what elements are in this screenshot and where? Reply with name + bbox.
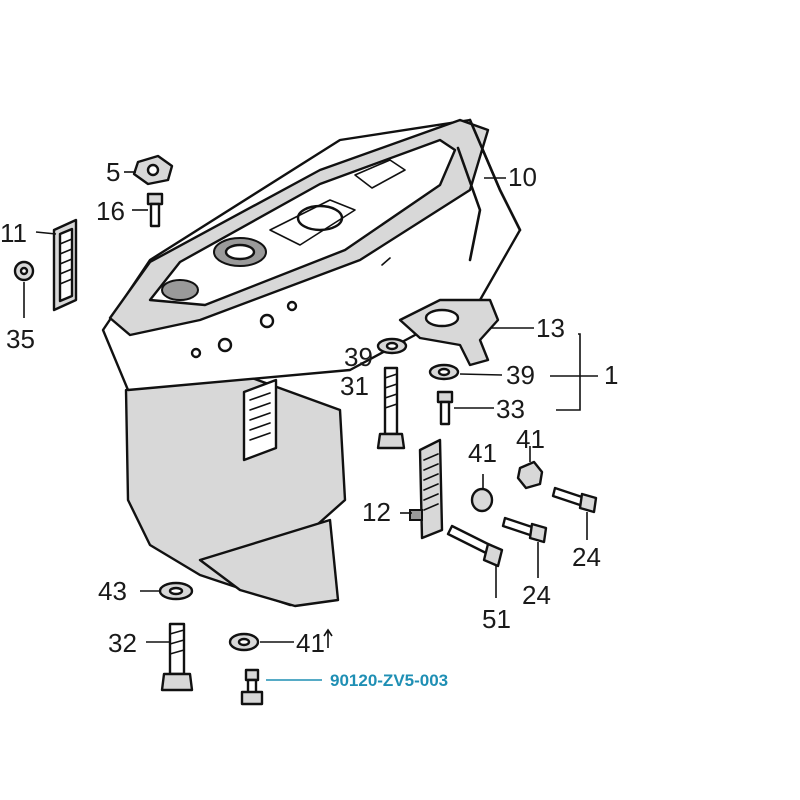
part-32-bolt <box>146 622 194 692</box>
callout-16: 16 <box>96 196 125 226</box>
callout-43: 43 <box>98 576 127 606</box>
arrow-41-lower <box>323 628 333 648</box>
callout-39-upper: 39 <box>344 342 373 372</box>
callout-39-lower: 39 <box>506 360 535 390</box>
part-13-trim-tab <box>398 298 598 411</box>
part-43-washer <box>140 581 194 601</box>
part-35-washer <box>13 260 35 318</box>
callout-5: 5 <box>106 157 120 187</box>
callout-31: 31 <box>340 371 369 401</box>
callout-24-left: 24 <box>522 580 551 610</box>
highlighted-bolt <box>240 668 322 706</box>
callout-11: 11 <box>0 218 27 248</box>
callout-24-right: 24 <box>572 542 601 572</box>
part-39-washers <box>376 337 503 381</box>
part-12-anode <box>400 438 444 540</box>
callout-41-lower: 41 <box>296 628 325 658</box>
part-11-anode <box>35 218 78 312</box>
part-5-nut <box>124 154 174 186</box>
part-24-bolts <box>501 486 598 578</box>
callout-13: 13 <box>536 313 565 343</box>
callout-51: 51 <box>482 604 511 634</box>
callout-41-left: 41 <box>468 438 497 468</box>
callout-12: 12 <box>362 497 391 527</box>
part-16-bolt <box>132 192 164 228</box>
part-41-nuts <box>470 446 544 513</box>
callout-10: 10 <box>508 162 537 192</box>
callout-1: 1 <box>604 360 618 390</box>
highlighted-part-number: 90120-ZV5-003 <box>330 671 448 690</box>
callout-35: 35 <box>6 324 35 354</box>
callout-41-right: 41 <box>516 424 545 454</box>
callout-32: 32 <box>108 628 137 658</box>
part-33-bolt <box>436 390 494 426</box>
part-31-bolt <box>376 366 406 450</box>
callout-33: 33 <box>496 394 525 424</box>
part-51-bolt <box>446 524 504 598</box>
part-41-lower-washer <box>228 632 294 652</box>
